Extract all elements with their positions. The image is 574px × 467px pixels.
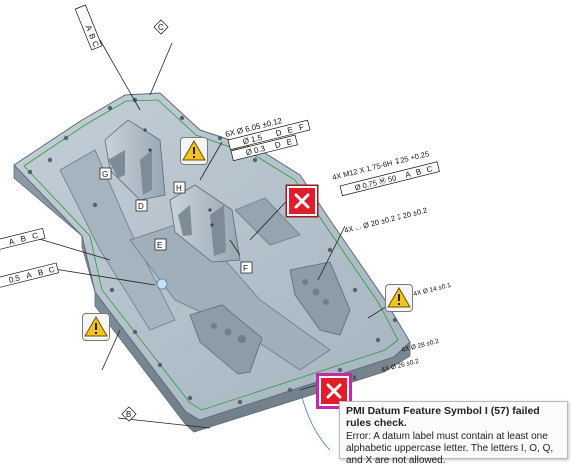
datum-f[interactable]: F [240,261,253,274]
datum-f-label: F [243,264,248,273]
six-x-fcf-2-e: E [286,137,293,147]
datum-d[interactable]: D [135,199,148,212]
four-x-fcf-b: B [415,167,422,177]
right-note-1[interactable]: 4X Ø 14 ±0.1 [413,282,452,298]
datum-e-label: E [157,241,162,250]
rules-check-tooltip: PMI Datum Feature Symbol I (57) failed r… [339,401,568,466]
bottom-note[interactable]: 20X [345,375,357,382]
datum-d-label: D [138,202,144,211]
left-fcf-2[interactable]: 0.5 A B C [0,262,60,289]
datum-b-label: B [126,410,131,419]
close-icon [326,383,342,399]
datum-e[interactable]: E [154,238,167,251]
six-x-fcf-1-f: F [298,122,305,132]
left-fcf-1-c: C [31,231,39,241]
close-icon [294,193,310,209]
left-fcf-2-c: C [48,265,56,275]
plate-model [13,92,411,433]
six-x-fcf-1[interactable]: Ø 1.5 D E F [227,119,311,151]
datum-h-label: H [176,184,182,193]
fcf-top[interactable]: A B C [74,4,103,51]
datum-c-top-label: C [158,23,164,32]
datum-h[interactable]: H [173,181,186,194]
datum-g[interactable]: G [99,167,112,180]
datum-c-top[interactable]: C [153,19,169,35]
datum-g-label: G [102,170,108,179]
six-x-fcf-2[interactable]: Ø 0.3 D E [230,134,298,162]
error-marker-1[interactable] [287,186,317,216]
left-fcf-2-b: B [37,268,44,278]
warning-icon [84,316,108,337]
six-x-fcf-1-e: E [286,125,293,135]
left-fcf-2-tol: 0.5 [8,273,22,285]
left-fcf-2-a: A [25,270,33,280]
datum-b[interactable]: B [121,406,137,422]
warning-marker-1[interactable] [180,137,208,165]
warning-icon [387,287,411,308]
warning-marker-3[interactable] [82,313,110,341]
four-x-fcf-tol: Ø 0.75 Ⓜ 50 [354,173,397,192]
six-x-fcf-1-d: D [275,128,283,138]
four-x-fcf-a: A [404,170,412,180]
left-fcf-1-b: B [20,234,27,244]
fcf-top-a: A [84,24,95,33]
six-x-fcf-2-d: D [274,140,282,150]
tooltip-body: Error: A datum label must contain at lea… [346,431,554,466]
four-x-fcf-c: C [426,164,434,174]
fcf-top-b: B [87,32,97,40]
fcf-top-c: C [90,40,101,49]
tooltip-title: PMI Datum Feature Symbol I (57) failed r… [346,405,540,429]
left-fcf-1-a: A [8,237,16,247]
warning-marker-2[interactable] [385,284,413,312]
left-fcf-1[interactable]: A B C [0,227,46,251]
warning-icon [182,140,206,161]
four-x-cbore-note[interactable]: 4X ⌴ Ø 20 ±0.2 ↧ 20 ±0.2 [343,206,428,235]
